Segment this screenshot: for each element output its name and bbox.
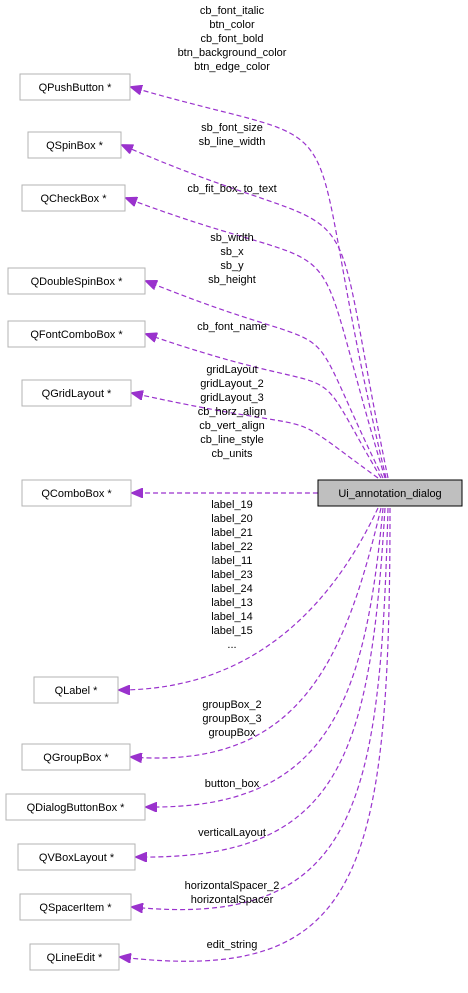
node-box [33,676,119,704]
node-label: QDoubleSpinBox * [31,276,123,288]
node-box [7,320,146,348]
node-box [5,793,146,821]
node-box [21,479,132,507]
node-qspaceritem[interactable]: QSpacerItem * [19,893,132,921]
node-label: QCheckBox * [40,193,107,205]
member-label: horizontalSpacer_2 [185,880,280,892]
edge-qgridlayout [132,393,379,479]
node-box [19,73,131,101]
node-qcombobox[interactable]: QComboBox * [21,479,132,507]
node-box [7,267,146,295]
edge-qpushbutton [131,87,387,479]
main-node-label: Ui_annotation_dialog [338,488,441,500]
member-label: btn_edge_color [194,61,270,73]
node-qspinbox[interactable]: QSpinBox * [27,131,122,159]
edge-qvboxlayout [136,507,386,857]
node-label: QPushButton * [39,82,112,94]
node-box [17,843,136,871]
edge-qspinbox [122,145,389,479]
main-node-box [317,479,463,507]
node-qlabel[interactable]: QLabel * [33,676,119,704]
member-label: cb_font_bold [201,33,264,45]
node-label: QGridLayout * [42,388,112,400]
member-label: label_14 [211,611,253,623]
node-box [21,184,126,212]
member-label: sb_line_width [199,136,266,148]
member-label: label_22 [211,541,253,553]
node-label: QVBoxLayout * [39,852,115,864]
member-label: label_13 [211,597,253,609]
edge-qgroupbox [131,507,382,758]
member-label: sb_width [210,232,253,244]
member-label: groupBox_2 [202,699,261,711]
node-box [19,893,132,921]
member-label: label_19 [211,499,253,511]
node-qlineedit[interactable]: QLineEdit * [29,943,120,971]
node-qpushbutton[interactable]: QPushButton * [19,73,131,101]
node-qdialogbuttonbox[interactable]: QDialogButtonBox * [5,793,146,821]
edge-qdoublespinbox [146,281,384,479]
node-qvboxlayout[interactable]: QVBoxLayout * [17,843,136,871]
member-label: cb_units [212,448,253,460]
edge-qlineedit [120,507,391,961]
member-label: label_15 [211,625,253,637]
node-label: QDialogButtonBox * [27,802,126,814]
edge-qfontcombobox [146,334,382,479]
edge-qdialogbuttonbox [146,507,384,807]
member-label: cb_vert_align [199,420,264,432]
member-label: label_24 [211,583,253,595]
nodes-layer: QPushButton * QSpinBox * QCheckBox * QDoubl… [5,73,463,971]
node-qcheckbox[interactable]: QCheckBox * [21,184,126,212]
member-label: gridLayout [206,364,257,376]
member-label: groupBox [208,727,256,739]
node-label: QSpinBox * [46,140,104,152]
member-label: sb_height [208,274,256,286]
member-label: cb_line_style [200,434,264,446]
node-box [29,943,120,971]
node-label: QLineEdit * [47,952,103,964]
member-label: label_23 [211,569,253,581]
member-label: button_box [205,778,260,790]
member-label: ... [227,639,236,651]
node-qdoublespinbox[interactable]: QDoubleSpinBox * [7,267,146,295]
member-label: edit_string [207,939,258,951]
member-label: btn_color [209,19,255,31]
node-label: QGroupBox * [43,752,109,764]
member-label: label_21 [211,527,253,539]
node-box [27,131,122,159]
member-label: sb_font_size [201,122,263,134]
edge-qlabel [119,507,379,690]
member-labels-layer: cb_font_italic btn_color cb_font_bold btn_b… [178,5,287,951]
node-label: QLabel * [55,685,99,697]
member-label: btn_background_color [178,47,287,59]
node-qgridlayout[interactable]: QGridLayout * [21,379,132,407]
node-label: QSpacerItem * [39,902,112,914]
member-label: label_20 [211,513,253,525]
edge-qspaceritem [132,507,389,910]
member-label: cb_font_name [197,321,267,333]
member-label: sb_x [220,246,244,258]
member-label: verticalLayout [198,827,266,839]
node-qgroupbox[interactable]: QGroupBox * [21,743,131,771]
member-label: cb_fit_box_to_text [187,183,276,195]
member-label: gridLayout_2 [200,378,264,390]
member-label: groupBox_3 [202,713,261,725]
node-label: QComboBox * [41,488,112,500]
member-label: gridLayout_3 [200,392,264,404]
member-label: cb_horz_align [198,406,267,418]
node-box [21,743,131,771]
member-label: label_11 [212,555,253,567]
node-label: QFontComboBox * [30,329,123,341]
member-label: horizontalSpacer [191,894,274,906]
node-qfontcombobox[interactable]: QFontComboBox * [7,320,146,348]
edges-layer [119,87,391,961]
member-label: sb_y [220,260,244,272]
node-box [21,379,132,407]
member-label: cb_font_italic [200,5,265,17]
node-main[interactable]: Ui_annotation_dialog [317,479,463,507]
